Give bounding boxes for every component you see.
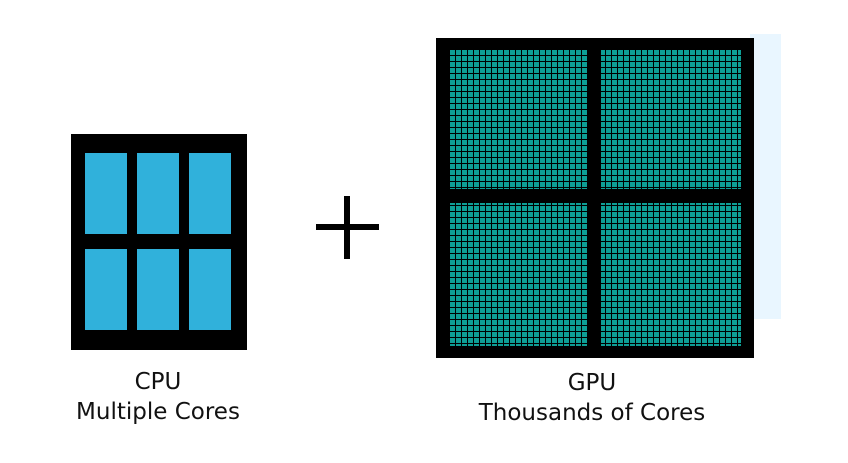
cpu-cores bbox=[85, 153, 231, 330]
cpu-core bbox=[137, 249, 179, 330]
gpu-core-block-bottom-left bbox=[449, 203, 587, 346]
cpu-chip bbox=[71, 134, 247, 350]
gpu-core-block-bottom-right bbox=[601, 203, 741, 346]
cpu-label: CPU Multiple Cores bbox=[38, 367, 278, 427]
plus-icon bbox=[316, 196, 379, 259]
cpu-subtitle: Multiple Cores bbox=[76, 399, 240, 425]
gpu-label: GPU Thousands of Cores bbox=[432, 368, 752, 428]
cpu-title: CPU bbox=[134, 369, 182, 395]
gpu-core-block-top-left bbox=[449, 49, 587, 189]
gpu-shadow bbox=[750, 34, 781, 319]
gpu-title: GPU bbox=[567, 370, 617, 396]
cpu-core bbox=[137, 153, 179, 234]
gpu-chip bbox=[436, 34, 781, 358]
gpu-subtitle: Thousands of Cores bbox=[478, 400, 706, 426]
cpu-core bbox=[85, 249, 127, 330]
cpu-core bbox=[85, 153, 127, 234]
gpu-core-block-top-right bbox=[601, 49, 741, 189]
cpu-core bbox=[189, 249, 231, 330]
cpu-core bbox=[189, 153, 231, 234]
